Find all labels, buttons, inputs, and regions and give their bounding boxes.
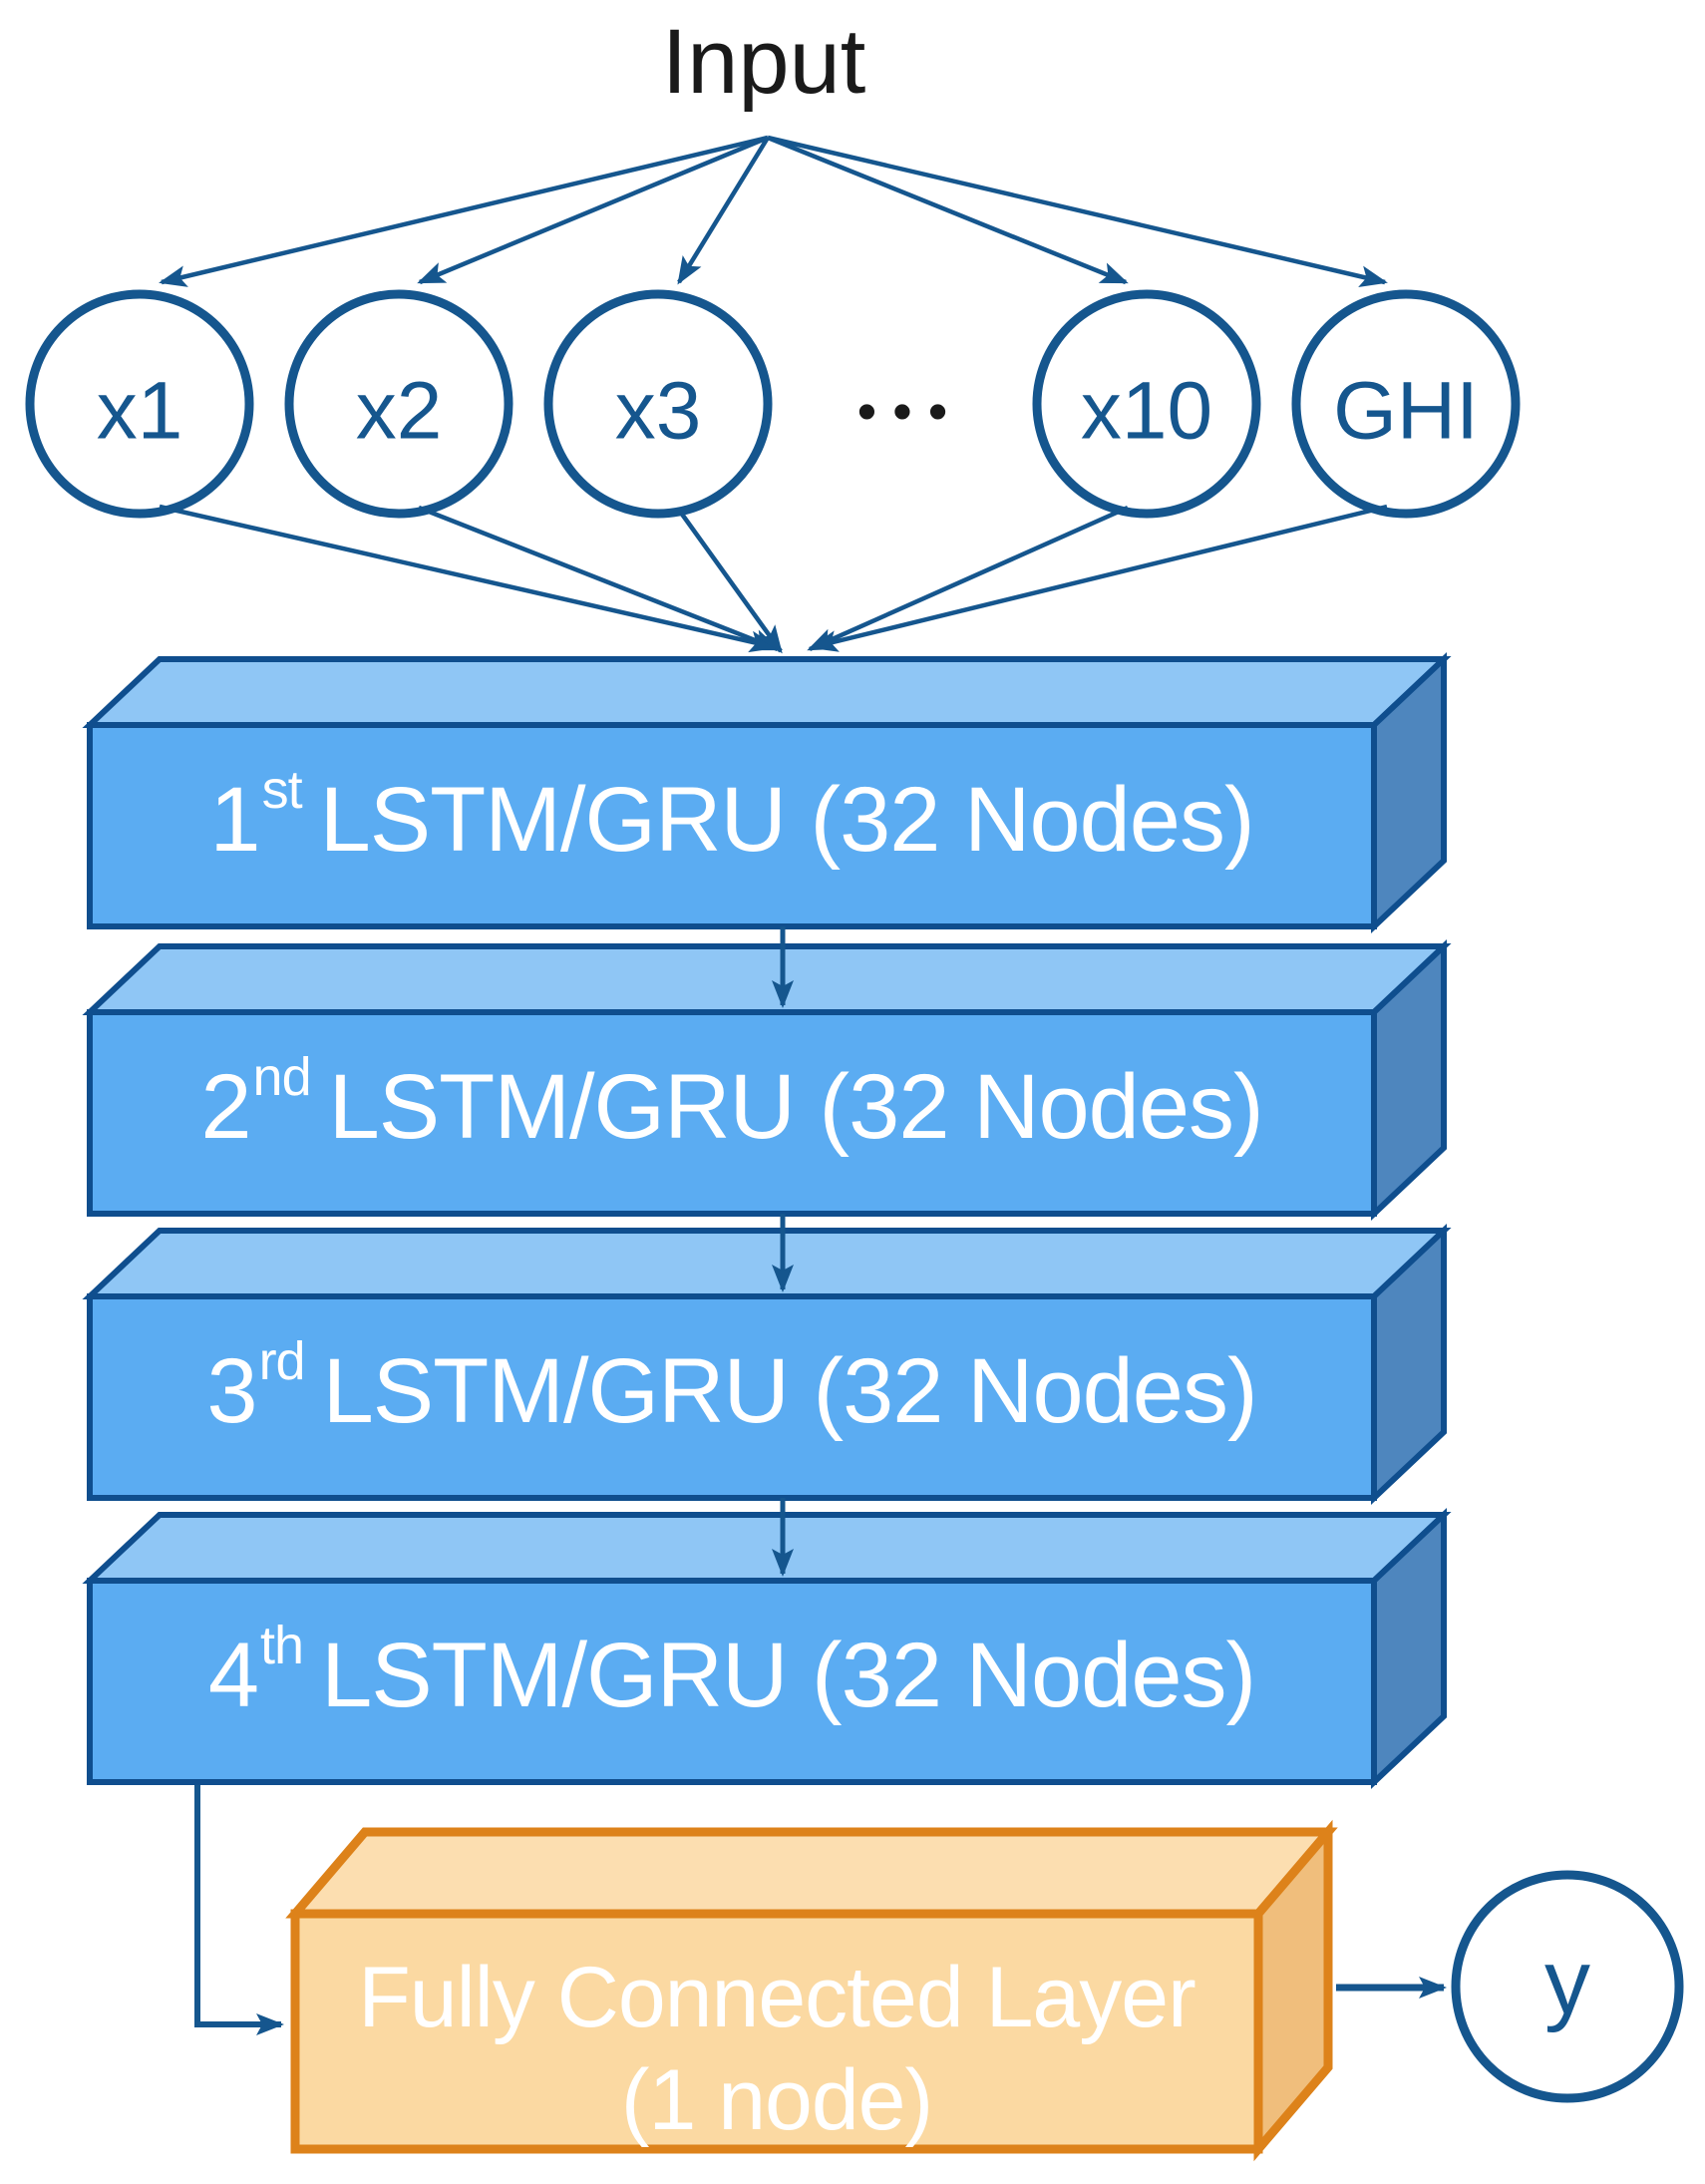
lstm-layer-2-top-face (82, 943, 1452, 1015)
input-title: Input (662, 11, 866, 113)
fully-connected-label-line1: Fully Connected Layer (358, 1950, 1195, 2045)
input-node-label-x2: x2 (356, 366, 443, 457)
fan-arrow-x10 (767, 135, 1129, 285)
input-node-circle-x10 (1032, 289, 1261, 519)
fully-connected-label-line2: (1 node) (621, 2052, 932, 2148)
lstm-layer-3-front-face (87, 1293, 1377, 1501)
layer4-to-fc-arrow (194, 1785, 284, 2035)
lstm-layer-1-front-face (87, 722, 1377, 929)
fan-arrow-x3 (677, 136, 770, 285)
input-node-label-x10: x10 (1081, 366, 1212, 457)
input-node-circle-ghi (1291, 289, 1521, 519)
fully-connected-box: Fully Connected Layer (1 node) (285, 1819, 1338, 2162)
lstm-layer-3-top-face (82, 1228, 1452, 1299)
input-node-label-ghi: GHI (1333, 366, 1479, 457)
input-node-label-x3: x3 (615, 366, 702, 457)
converge-arrow-x3 (676, 507, 783, 654)
input-node-label-x1: x1 (97, 366, 183, 457)
converge-arrow-ghi (810, 504, 1388, 652)
output-node-label: y (1544, 1932, 1590, 2033)
input-node-circle-x3 (543, 289, 773, 519)
lstm-layer-4-front-face (87, 1578, 1377, 1785)
output-node-circle (1451, 1870, 1684, 2103)
fan-arrow-x1 (159, 135, 769, 287)
fully-connected-front-face (290, 1909, 1263, 2154)
fan-arrow-ghi (767, 135, 1388, 288)
lstm-layer-2-front-face (87, 1009, 1377, 1217)
input-node-circle-x2 (284, 289, 513, 519)
lstm-layer-1-top-face (82, 656, 1452, 728)
lstm-layer-4-top-face (82, 1512, 1452, 1584)
fully-connected-top-face (285, 1827, 1338, 1919)
fan-arrow-x2 (417, 135, 769, 285)
converge-arrow-x10 (807, 505, 1129, 652)
input-node-circle-x1 (25, 289, 254, 519)
ellipsis-dots: ••• (857, 380, 964, 443)
converge-arrow-x2 (418, 505, 781, 652)
converge-arrow-x1 (159, 504, 778, 653)
